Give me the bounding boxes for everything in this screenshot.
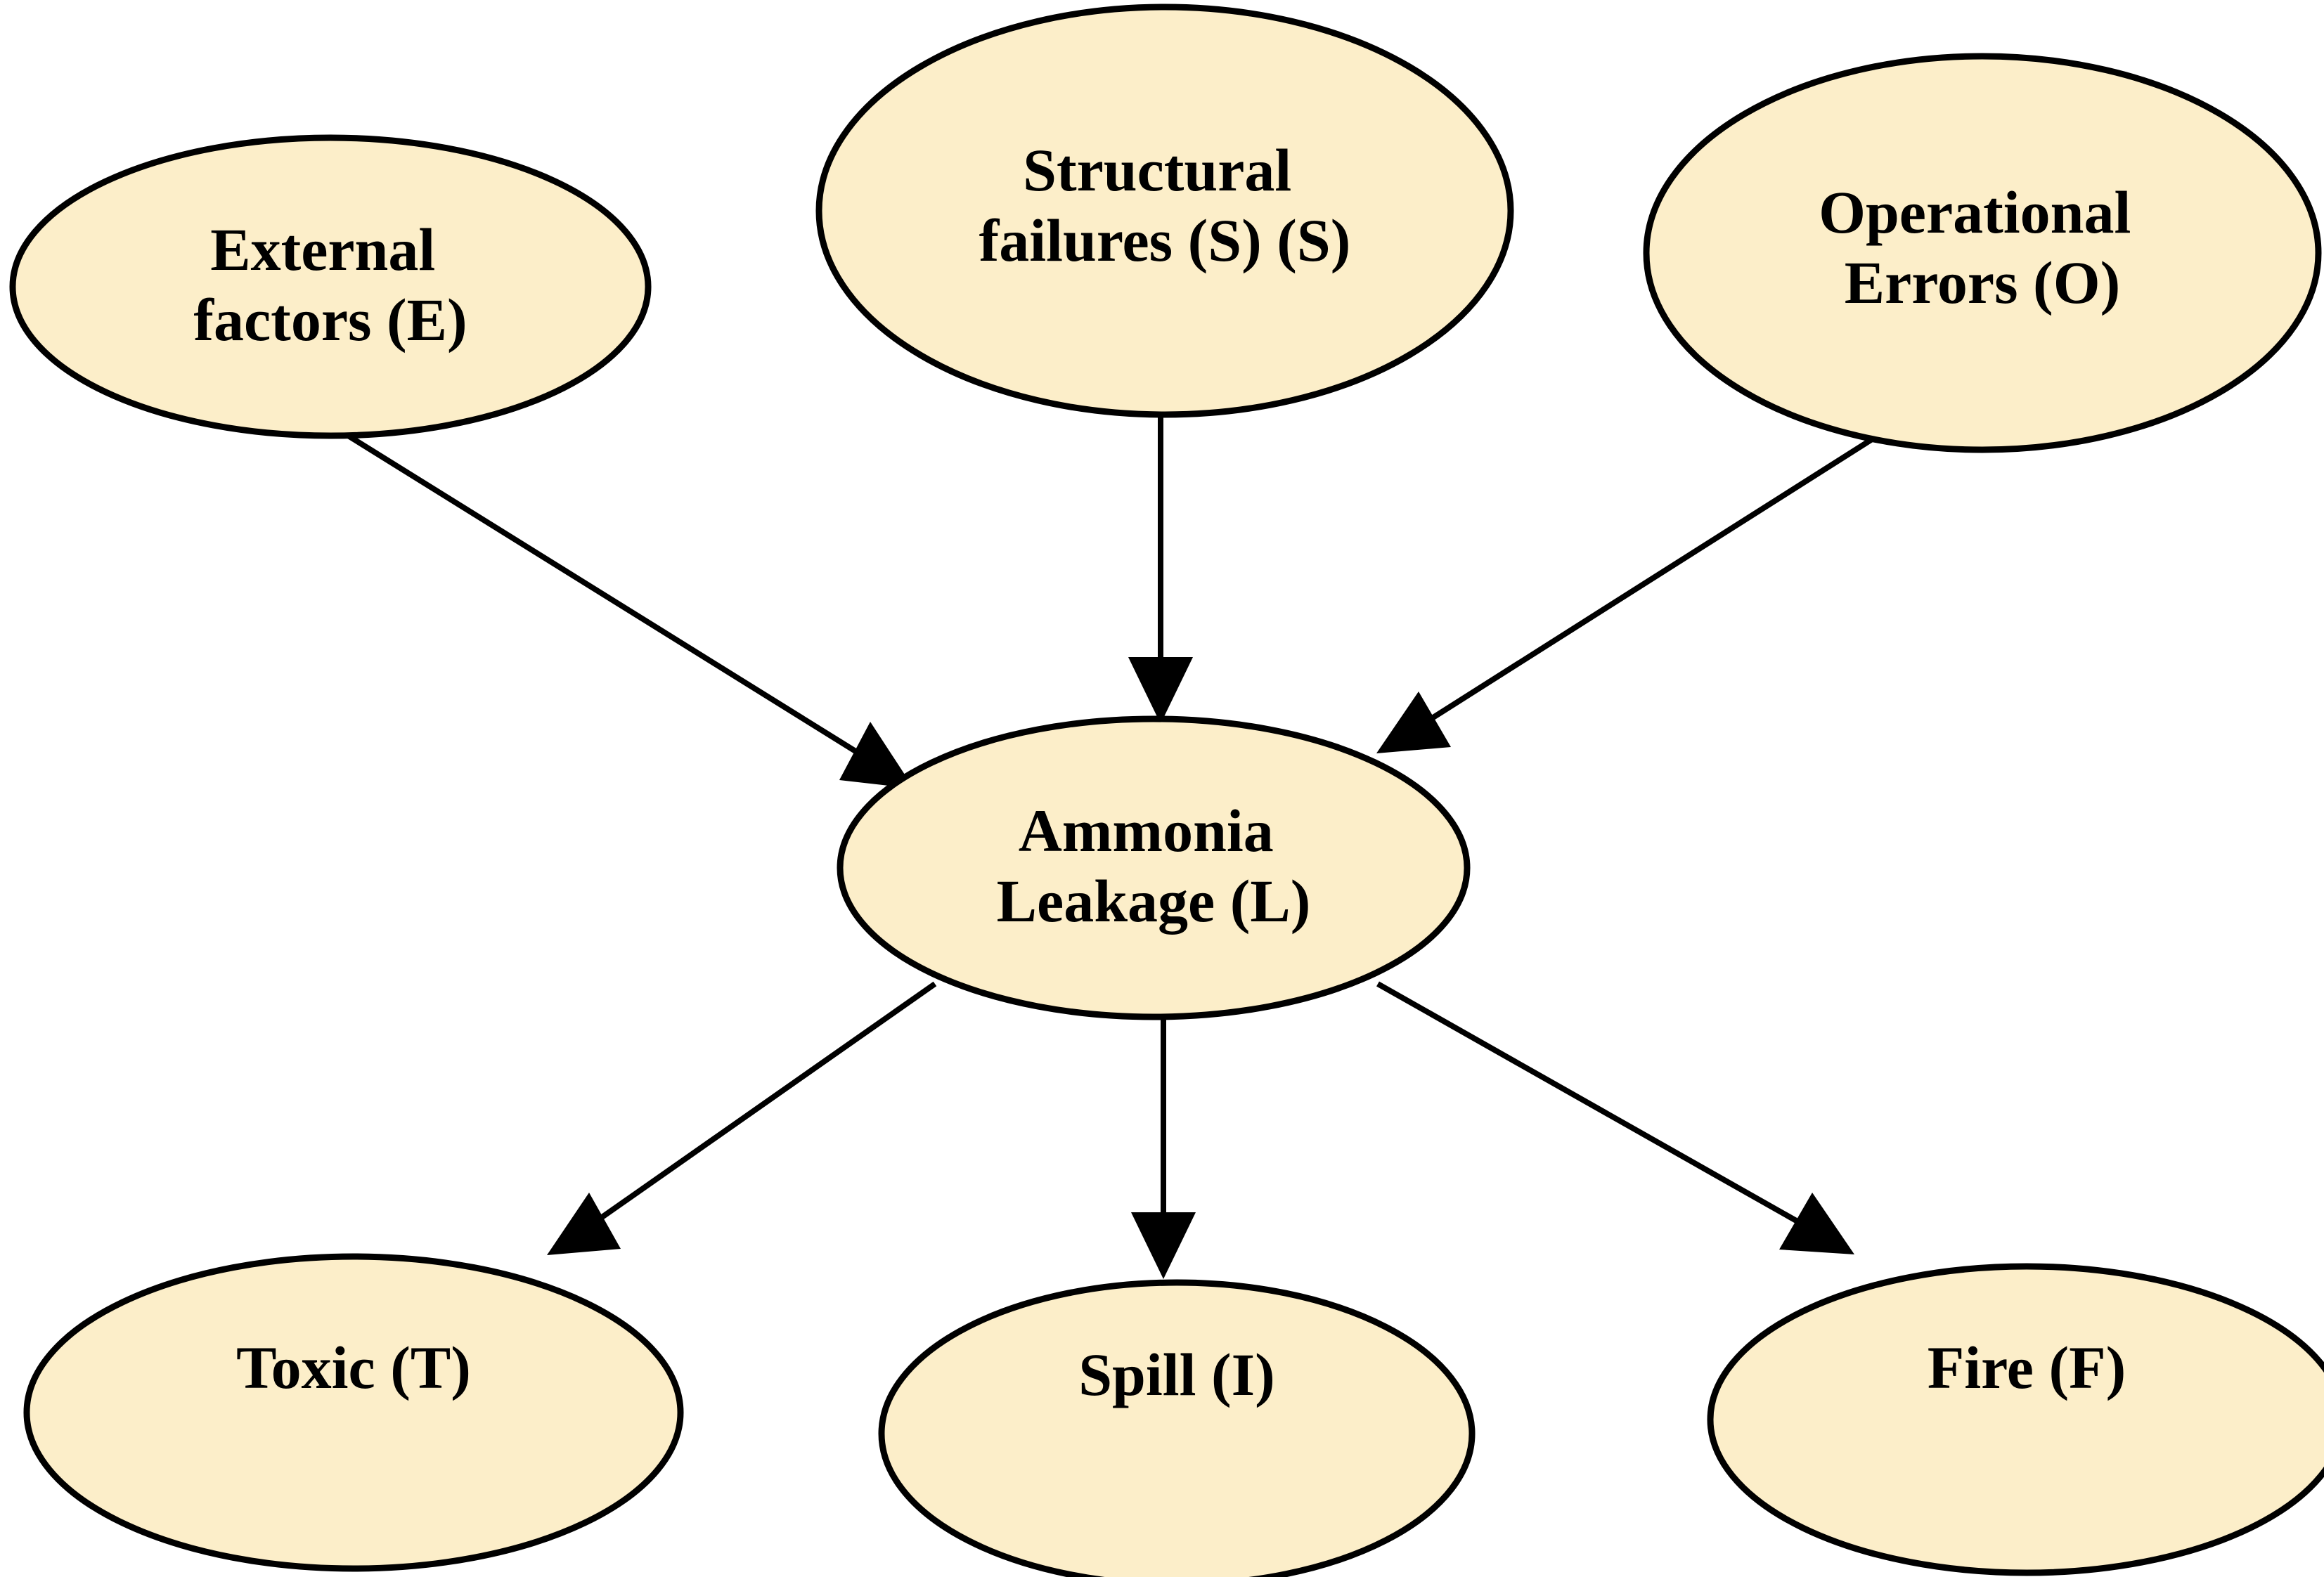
- edge-line: [564, 981, 937, 1245]
- arrow-head-icon: [547, 1193, 621, 1255]
- node-toxic[interactable]: Toxic (T): [23, 1253, 684, 1572]
- node-shape: [878, 1279, 1476, 1577]
- node-spill[interactable]: Spill (I): [878, 1279, 1476, 1577]
- node-structural-failures[interactable]: Structural failures (S) (S): [815, 4, 1514, 418]
- arrow-head-icon: [839, 722, 914, 788]
- node-ammonia-leakage[interactable]: Ammonia Leakage (L): [837, 715, 1471, 1020]
- arrow-head-icon: [1779, 1193, 1854, 1254]
- arrow-head-icon: [1128, 657, 1193, 724]
- node-label: Structural failures (S) (S): [979, 136, 1351, 274]
- edge-leakage-to-spill[interactable]: [1131, 1018, 1196, 1279]
- node-label-line: Operational: [1819, 179, 2131, 246]
- edge-structural-to-leakage[interactable]: [1128, 413, 1193, 724]
- node-shape: [1643, 53, 2322, 453]
- node-operational-errors[interactable]: Operational Errors (O): [1643, 53, 2322, 453]
- node-shape: [23, 1253, 684, 1572]
- node-label-line: Spill (I): [1078, 1341, 1275, 1408]
- node-shape: [1707, 1263, 2324, 1576]
- node-label-line: External: [210, 216, 435, 283]
- node-external-factors[interactable]: External factors (E): [9, 134, 652, 439]
- node-label: Operational Errors (O): [1819, 179, 2146, 316]
- node-label: Ammonia Leakage (L): [997, 797, 1311, 935]
- arrow-head-icon: [1131, 1212, 1196, 1279]
- node-label-line: factors (E): [193, 286, 467, 353]
- edge-external-to-leakage[interactable]: [344, 431, 914, 788]
- edge-line: [1376, 981, 1836, 1245]
- edge-line: [344, 431, 898, 779]
- node-label: Spill (I): [1078, 1341, 1275, 1408]
- edge-leakage-to-toxic[interactable]: [547, 981, 937, 1255]
- node-label-line: Errors (O): [1845, 249, 2120, 316]
- node-label: External factors (E): [193, 216, 467, 353]
- edge-operational-to-leakage[interactable]: [1376, 424, 1893, 753]
- node-label-line: Toxic (T): [236, 1334, 471, 1401]
- edge-leakage-to-fire[interactable]: [1376, 981, 1854, 1254]
- node-layer: External factors (E) Structural failures…: [9, 4, 2324, 1577]
- node-shape: [815, 4, 1514, 418]
- node-fire[interactable]: Fire (F): [1707, 1263, 2324, 1576]
- node-label: Fire (F): [1928, 1334, 2126, 1401]
- node-label: Toxic (T): [236, 1334, 471, 1401]
- arrow-head-icon: [1376, 692, 1451, 753]
- node-label-line: failures (S) (S): [979, 207, 1351, 274]
- node-label-line: Ammonia: [1019, 797, 1274, 864]
- edge-layer: [344, 413, 1893, 1279]
- edge-line: [1393, 424, 1893, 744]
- node-label-line: Leakage (L): [997, 867, 1311, 935]
- node-label-line: Structural: [1023, 136, 1291, 204]
- node-label-line: Fire (F): [1928, 1334, 2126, 1401]
- node-shape: [837, 715, 1471, 1020]
- node-shape: [9, 134, 652, 439]
